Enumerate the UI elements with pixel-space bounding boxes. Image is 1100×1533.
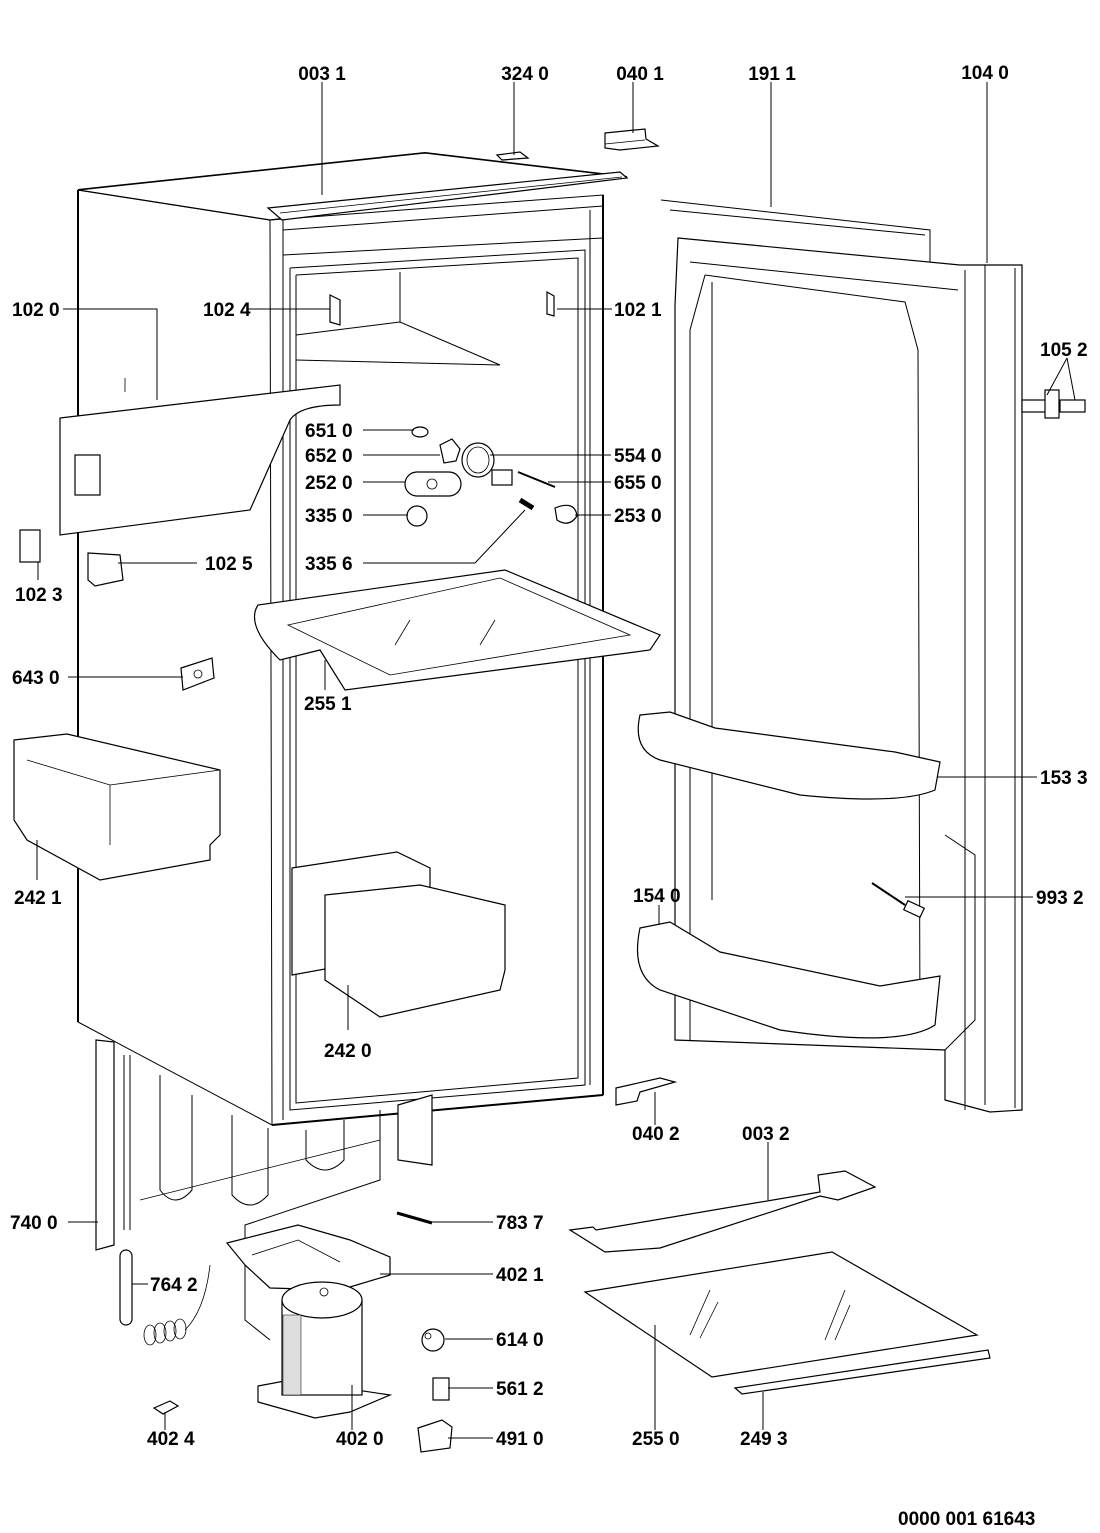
- callout-4020: 402 0: [336, 1429, 384, 1450]
- callout-0031: 003 1: [298, 64, 346, 85]
- callout-1533: 153 3: [1040, 768, 1088, 789]
- condenser: [95, 1039, 433, 1341]
- callout-7642: 764 2: [150, 1275, 198, 1296]
- document-number: 0000 001 61643: [898, 1509, 1035, 1530]
- part-lower-door-bin: [636, 921, 941, 1039]
- leader-lines: [36, 82, 1076, 1439]
- part-door-hinge: [1021, 389, 1086, 419]
- part-bottom-trim-strip: [568, 1170, 877, 1253]
- callout-1023: 102 3: [15, 585, 63, 606]
- lamp-assembly: [404, 426, 578, 527]
- part-upper-hinge-bracket: [604, 128, 660, 151]
- callout-6520: 652 0: [305, 446, 353, 467]
- part-clip: [152, 1400, 180, 1415]
- part-shelf-support-left: [329, 294, 341, 326]
- callout-1540: 154 0: [633, 886, 681, 907]
- callout-6430: 643 0: [12, 668, 60, 689]
- callout-5540: 554 0: [614, 446, 662, 467]
- callout-1040: 104 0: [961, 63, 1009, 84]
- callout-2421: 242 1: [14, 888, 62, 909]
- callout-3240: 324 0: [501, 64, 549, 85]
- callout-9932: 993 2: [1036, 888, 1084, 909]
- callout-2493: 249 3: [740, 1429, 788, 1450]
- callout-1021: 102 1: [614, 300, 662, 321]
- part-sensor-probe: [871, 882, 926, 919]
- callout-6550: 655 0: [614, 473, 662, 494]
- door: [660, 199, 1023, 1113]
- part-glass-shelf-trim: [253, 569, 661, 691]
- callout-0402: 040 2: [632, 1124, 680, 1145]
- callout-6510: 651 0: [305, 421, 353, 442]
- part-upper-door-bin: [637, 711, 941, 800]
- part-vertical-bracket: [19, 529, 41, 563]
- callout-1020: 102 0: [12, 300, 60, 321]
- part-drip-tray: [225, 1224, 391, 1291]
- callout-1911: 191 1: [748, 64, 796, 85]
- part-crisper-drawer: [13, 733, 221, 881]
- callout-1052: 105 2: [1040, 340, 1088, 361]
- cabinet: [77, 151, 628, 1126]
- callout-2530: 253 0: [614, 506, 662, 527]
- part-capillary-pin: [396, 1211, 433, 1225]
- callout-0401: 040 1: [616, 64, 664, 85]
- part-small-clip: [495, 151, 530, 161]
- callout-6140: 614 0: [496, 1330, 544, 1351]
- callout-4910: 491 0: [496, 1429, 544, 1450]
- part-filter-drier: [119, 1249, 211, 1346]
- part-relay: [421, 1328, 445, 1352]
- part-compressor: [257, 1281, 393, 1419]
- callout-7400: 740 0: [10, 1213, 58, 1234]
- callout-2520: 252 0: [305, 473, 353, 494]
- callout-4021: 402 1: [496, 1265, 544, 1286]
- part-plate: [180, 657, 215, 691]
- part-lower-hinge-bracket: [615, 1077, 678, 1106]
- callout-5612: 561 2: [496, 1379, 544, 1400]
- callout-3350: 335 0: [305, 506, 353, 527]
- callout-2550: 255 0: [632, 1429, 680, 1450]
- part-shelf-support-right: [546, 290, 555, 317]
- part-shelf-trim: [733, 1349, 991, 1395]
- part-side-cover-panel: [59, 378, 341, 536]
- callout-labels: 003 1 324 0 040 1 191 1 104 0 102 0 102 …: [10, 63, 1088, 1530]
- part-terminal-cover: [417, 1419, 453, 1453]
- part-glass-shelf: [583, 1251, 979, 1378]
- part-top-trim-strip: [266, 171, 629, 221]
- part-overload-protector: [432, 1377, 450, 1401]
- callout-0032: 003 2: [742, 1124, 790, 1145]
- callout-2420: 242 0: [324, 1041, 372, 1062]
- part-corner-block: [87, 552, 124, 587]
- callout-1025: 102 5: [205, 554, 253, 575]
- callout-3356: 335 6: [305, 554, 353, 575]
- part-inner-drawer: [291, 851, 506, 1018]
- callout-7837: 783 7: [496, 1213, 544, 1234]
- callout-2551: 255 1: [304, 694, 352, 715]
- callout-4024: 402 4: [147, 1429, 195, 1450]
- callout-1024: 102 4: [203, 300, 251, 321]
